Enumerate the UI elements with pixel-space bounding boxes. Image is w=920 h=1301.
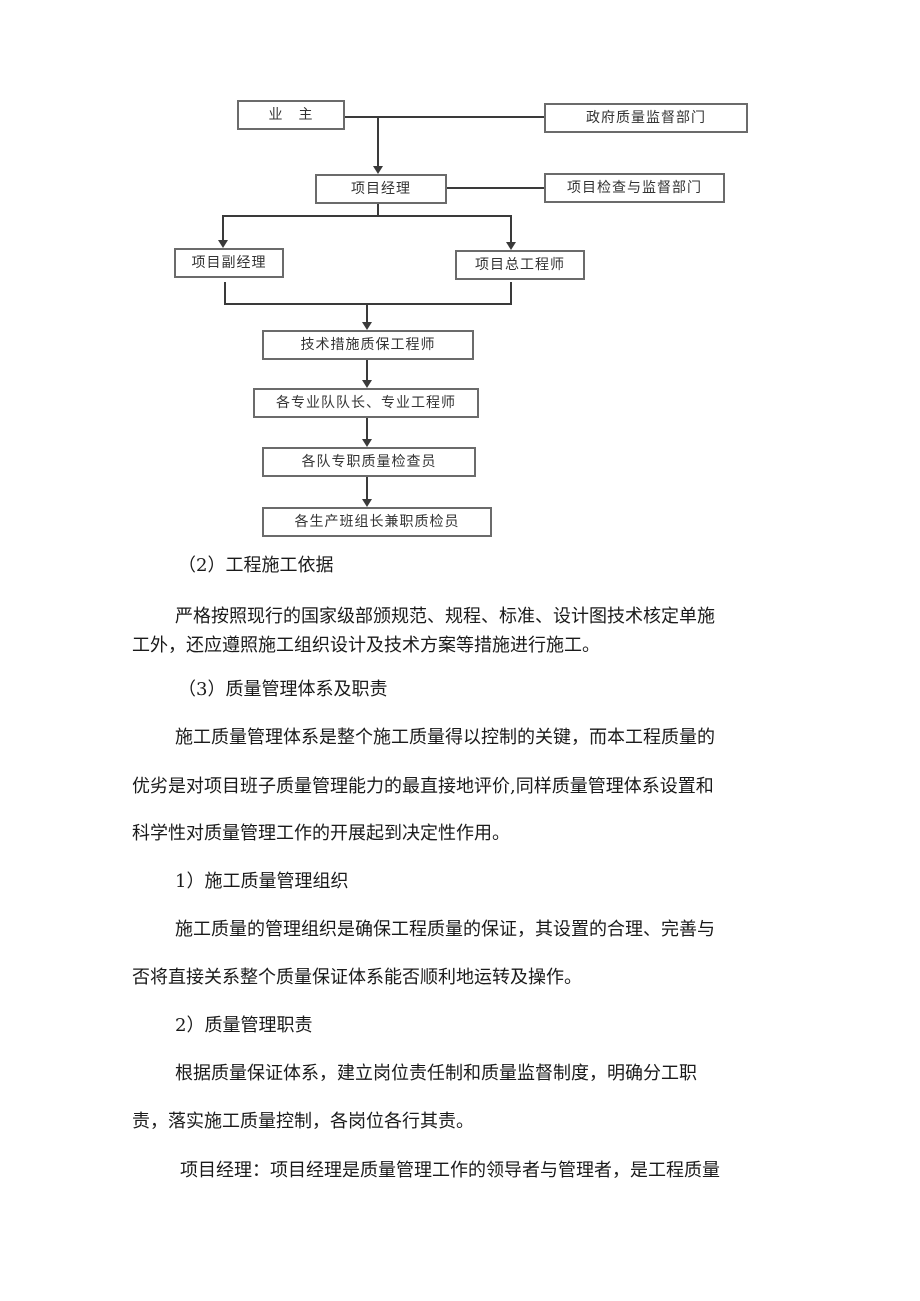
- box-team-inspectors: 各队专职质量检查员: [262, 447, 476, 477]
- sub-1-heading: 1）施工质量管理组织: [175, 871, 349, 892]
- section-3-line-1: 施工质量管理体系是整个施工质量得以控制的关键，而本工程质量的: [175, 727, 715, 748]
- connector-branch: [222, 215, 511, 217]
- connector-owner-gov: [345, 116, 544, 118]
- section-2-line-2: 工外，还应遵照施工组织设计及技术方案等措施进行施工。: [132, 635, 600, 656]
- section-2-heading: （2）工程施工依据: [178, 555, 334, 576]
- sub-2-heading: 2）质量管理职责: [175, 1015, 313, 1036]
- connector-merge: [224, 303, 512, 305]
- arrow-to-leaders: [362, 380, 372, 388]
- section-3-heading: （3）质量管理体系及职责: [178, 679, 388, 700]
- section-2-line-1: 严格按照现行的国家级部颁规范、规程、标准、设计图技术核定单施: [175, 606, 715, 627]
- connector-deputy-merge: [224, 282, 226, 304]
- connector-pm-inspection: [447, 187, 544, 189]
- sub-2-line-1: 根据质量保证体系，建立岗位责任制和质量监督制度，明确分工职: [175, 1063, 697, 1084]
- connector-tech-leaders: [366, 360, 368, 380]
- connector-leaders-inspectors: [366, 418, 368, 439]
- box-inspection-dept: 项目检查与监督部门: [544, 173, 725, 203]
- section-3-line-2: 优劣是对项目班子质量管理能力的最直接地评价,同样质量管理体系设置和: [132, 776, 714, 797]
- connector-chief-merge: [510, 282, 512, 304]
- sub-2-line-3: 项目经理：项目经理是质量管理工作的领导者与管理者，是工程质量: [180, 1160, 720, 1181]
- sub-1-line-1: 施工质量的管理组织是确保工程质量的保证，其设置的合理、完善与: [175, 919, 715, 940]
- connector-to-tech: [366, 303, 368, 322]
- box-deputy-manager: 项目副经理: [174, 248, 284, 278]
- box-gov-dept: 政府质量监督部门: [544, 103, 748, 133]
- connector-pm-down: [377, 204, 379, 216]
- box-owner: 业 主: [237, 100, 345, 130]
- arrow-to-inspectors: [362, 439, 372, 447]
- sub-2-line-2: 责，落实施工质量控制，各岗位各行其责。: [132, 1111, 474, 1132]
- arrow-to-tech: [362, 322, 372, 330]
- arrow-to-chief: [506, 242, 516, 250]
- arrow-to-deputy: [218, 240, 228, 248]
- connector-owner-pm: [377, 116, 379, 166]
- box-tech-engineer: 技术措施质保工程师: [262, 330, 474, 360]
- connector-to-chief: [510, 215, 512, 242]
- arrow-to-pm: [373, 166, 383, 174]
- box-shift-inspectors: 各生产班组长兼职质检员: [262, 507, 492, 537]
- sub-1-line-2: 否将直接关系整个质量保证体系能否顺利地运转及操作。: [132, 967, 582, 988]
- connector-inspectors-shift: [366, 477, 368, 499]
- org-chart: 业 主 政府质量监督部门 项目经理 项目检查与监督部门 项目副经理 项目总工程师…: [0, 0, 920, 540]
- section-3-line-3: 科学性对质量管理工作的开展起到决定性作用。: [132, 823, 510, 844]
- box-project-manager: 项目经理: [315, 174, 447, 204]
- box-team-leaders: 各专业队队长、专业工程师: [253, 388, 479, 418]
- box-chief-engineer: 项目总工程师: [455, 250, 585, 280]
- connector-to-deputy: [222, 215, 224, 240]
- arrow-to-shift: [362, 499, 372, 507]
